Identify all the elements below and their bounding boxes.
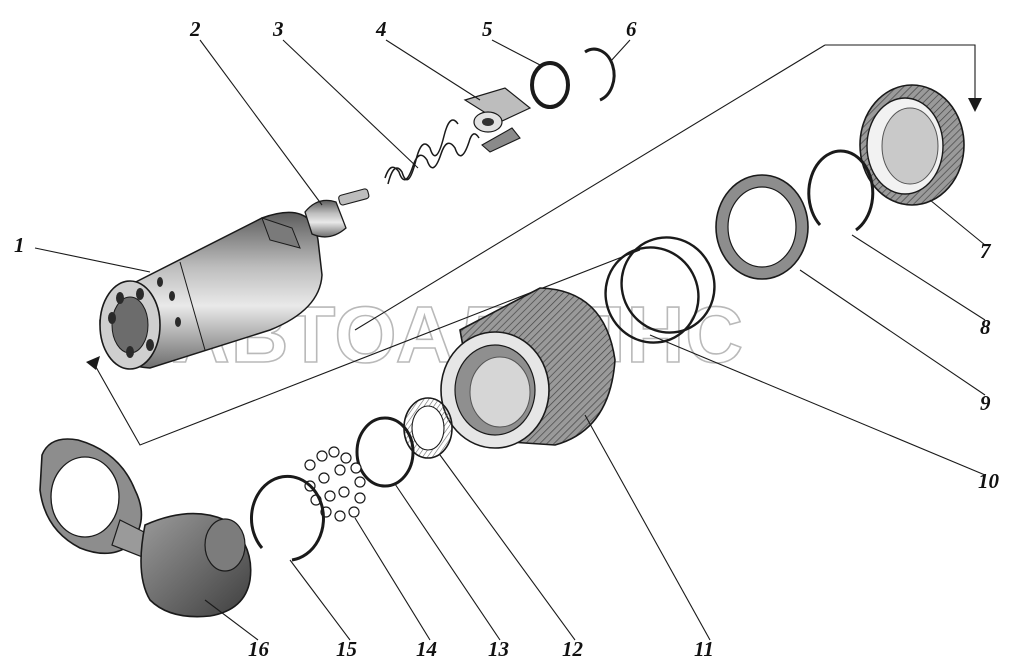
leader-14 (354, 517, 431, 641)
leader-16 (204, 599, 259, 641)
callout-12: 12 (562, 637, 584, 661)
assembly-line-lower (91, 249, 641, 446)
part-1-valve-body (99, 211, 323, 370)
leader-1 (34, 247, 151, 273)
leader-8 (851, 234, 986, 321)
part-9-flat-washer (715, 174, 809, 280)
callout-13: 13 (488, 637, 509, 661)
part-11-knurled-housing (440, 287, 616, 449)
leader-lines (34, 39, 986, 641)
part-5-ring (530, 61, 570, 109)
leader-9 (799, 269, 986, 396)
leader-12 (439, 454, 576, 641)
part-4-guide (463, 87, 532, 153)
leader-10 (649, 334, 986, 476)
callout-9: 9 (980, 391, 991, 415)
leader-13 (394, 483, 501, 641)
callout-7: 7 (980, 239, 992, 263)
part-2-valve-poppet (304, 188, 370, 238)
callout-2: 2 (189, 17, 201, 41)
callout-4: 4 (375, 17, 387, 41)
leader-6 (609, 39, 631, 63)
leader-15 (289, 559, 351, 641)
callout-1: 1 (14, 233, 25, 257)
leader-11 (584, 414, 711, 641)
part-6-snap-ring (584, 47, 616, 102)
assembly-line-upper (354, 44, 826, 331)
leader-7 (929, 199, 986, 246)
part-7-threaded-nut (859, 84, 965, 206)
part-10-spring-ring (604, 236, 716, 344)
part-12-gasket-ring (403, 397, 453, 459)
part-3-spring (384, 119, 480, 185)
assembly-arrow-left (86, 356, 100, 370)
part-13-thin-ring (355, 416, 415, 488)
leader-5 (491, 39, 543, 67)
leader-2 (199, 39, 323, 206)
callout-8: 8 (980, 315, 991, 339)
part-8-retaining-ring (807, 149, 875, 232)
callout-10: 10 (978, 469, 1000, 493)
assembly-arrow-right (968, 98, 982, 112)
callout-6: 6 (626, 17, 637, 41)
callout-14: 14 (416, 637, 437, 661)
part-15-split-ring (249, 474, 325, 562)
leader-4 (385, 39, 481, 101)
callout-11: 11 (694, 637, 714, 661)
callout-3: 3 (272, 17, 284, 41)
callout-16: 16 (248, 637, 270, 661)
part-16-dust-cap (39, 438, 252, 618)
callout-5: 5 (482, 17, 493, 41)
callout-15: 15 (336, 637, 357, 661)
assembly-bracket-top (825, 44, 976, 100)
callout-labels: 1 2 3 4 5 6 7 8 9 10 11 12 13 14 15 16 (14, 17, 1000, 661)
leader-3 (282, 39, 419, 169)
